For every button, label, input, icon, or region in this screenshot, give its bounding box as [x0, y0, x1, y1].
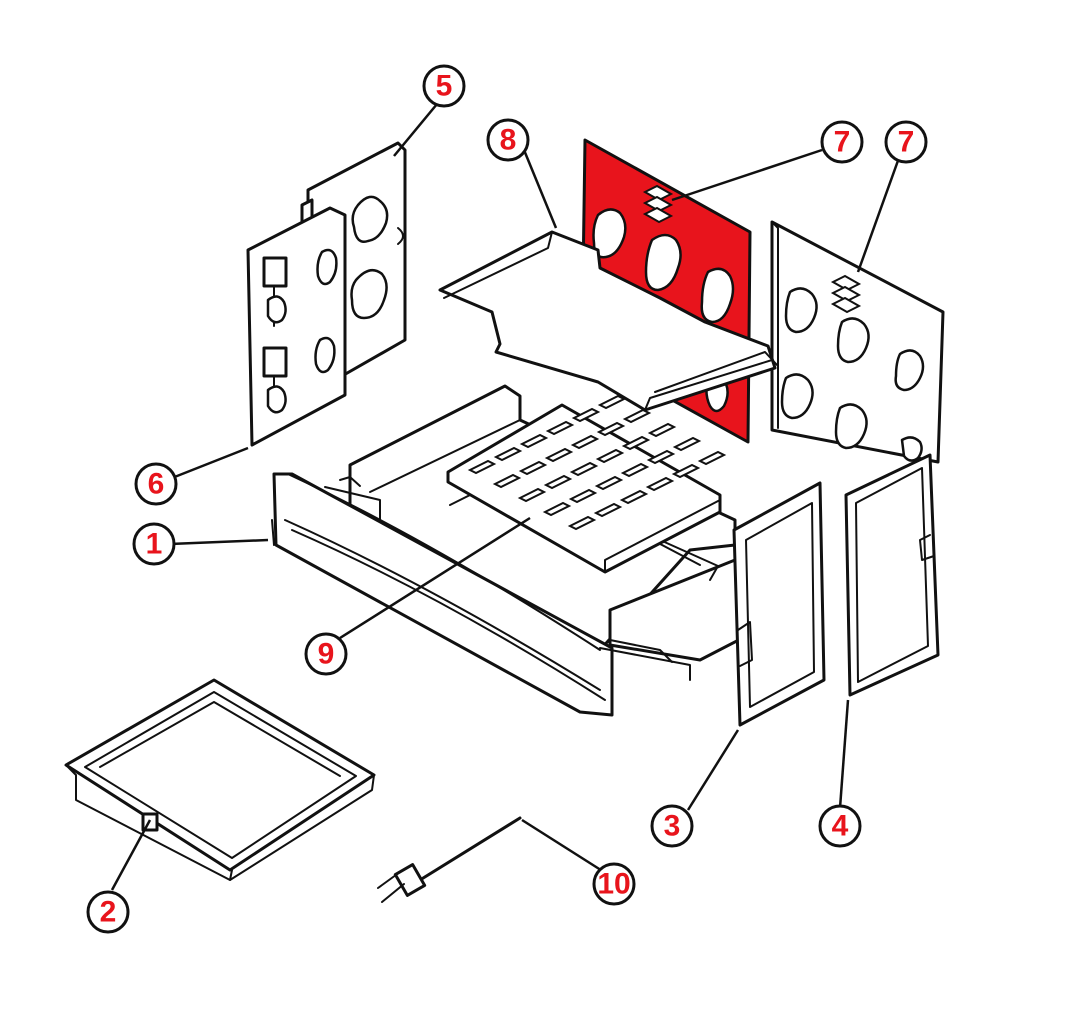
grate-slot [545, 420, 575, 436]
part-8-baffle-plate [438, 230, 779, 412]
label-6-text: 6 [148, 468, 165, 501]
grate-slot [544, 447, 574, 463]
grate-slot [569, 461, 599, 477]
grate-slot [622, 408, 652, 424]
part-7-right-side-liner [770, 220, 945, 464]
label-10-text: 10 [597, 868, 630, 901]
vent-chevrons-side [830, 274, 862, 314]
grate-slot [646, 449, 676, 465]
label-5: 5 [422, 64, 466, 108]
label-2-text: 2 [100, 896, 117, 929]
grate-slot [645, 476, 675, 492]
part-10-tool [377, 816, 522, 903]
grate-slot [594, 475, 624, 491]
label-7-rear: 7 [820, 120, 864, 164]
label-4: 4 [818, 804, 862, 848]
grate-slot [517, 487, 547, 503]
grate-slot [672, 436, 702, 452]
grate-slot [467, 459, 497, 475]
label-7-side: 7 [884, 120, 928, 164]
label-9: 9 [304, 632, 348, 676]
label-7-rear-text: 7 [834, 126, 851, 159]
label-9-text: 9 [318, 638, 335, 671]
label-10: 10 [592, 862, 636, 906]
grate-slot [570, 434, 600, 450]
callout-leaders [110, 97, 902, 891]
label-6: 6 [134, 462, 178, 506]
grate-slot [619, 489, 649, 505]
grate-slot [671, 463, 701, 479]
grate-slot [567, 515, 597, 531]
label-2: 2 [86, 890, 130, 934]
grate-slot [596, 421, 626, 437]
grate-slot [543, 474, 573, 490]
label-8-text: 8 [500, 124, 517, 157]
vent-chevrons-rear [642, 184, 674, 224]
label-8: 8 [486, 118, 530, 162]
grate-slot [493, 446, 523, 462]
grate-slot [571, 407, 601, 423]
label-3-text: 3 [664, 810, 681, 843]
part-9-grate [446, 394, 727, 574]
part-2-ash-pan [64, 678, 376, 881]
label-1: 1 [132, 522, 176, 566]
grate-slots [467, 394, 727, 531]
grate-slot [647, 422, 677, 438]
part-3-door-glass-left [732, 481, 826, 727]
label-1-text: 1 [146, 528, 163, 561]
grate-slot [593, 502, 623, 518]
label-3: 3 [650, 804, 694, 848]
grate-slot [621, 435, 651, 451]
label-5-text: 5 [436, 70, 453, 103]
grate-slot [595, 448, 625, 464]
grate-slot [697, 450, 727, 466]
part-6-left-front-liner [246, 206, 347, 447]
grate-slot [519, 433, 549, 449]
part-4-door-glass-right [844, 453, 940, 697]
grate-slot [492, 473, 522, 489]
label-4-text: 4 [832, 810, 849, 843]
label-7-side-text: 7 [898, 126, 915, 159]
grate-slot [620, 462, 650, 478]
grate-slot [542, 501, 572, 517]
grate-slot [597, 394, 627, 410]
grate-slot [568, 488, 598, 504]
grate-slot [518, 460, 548, 476]
